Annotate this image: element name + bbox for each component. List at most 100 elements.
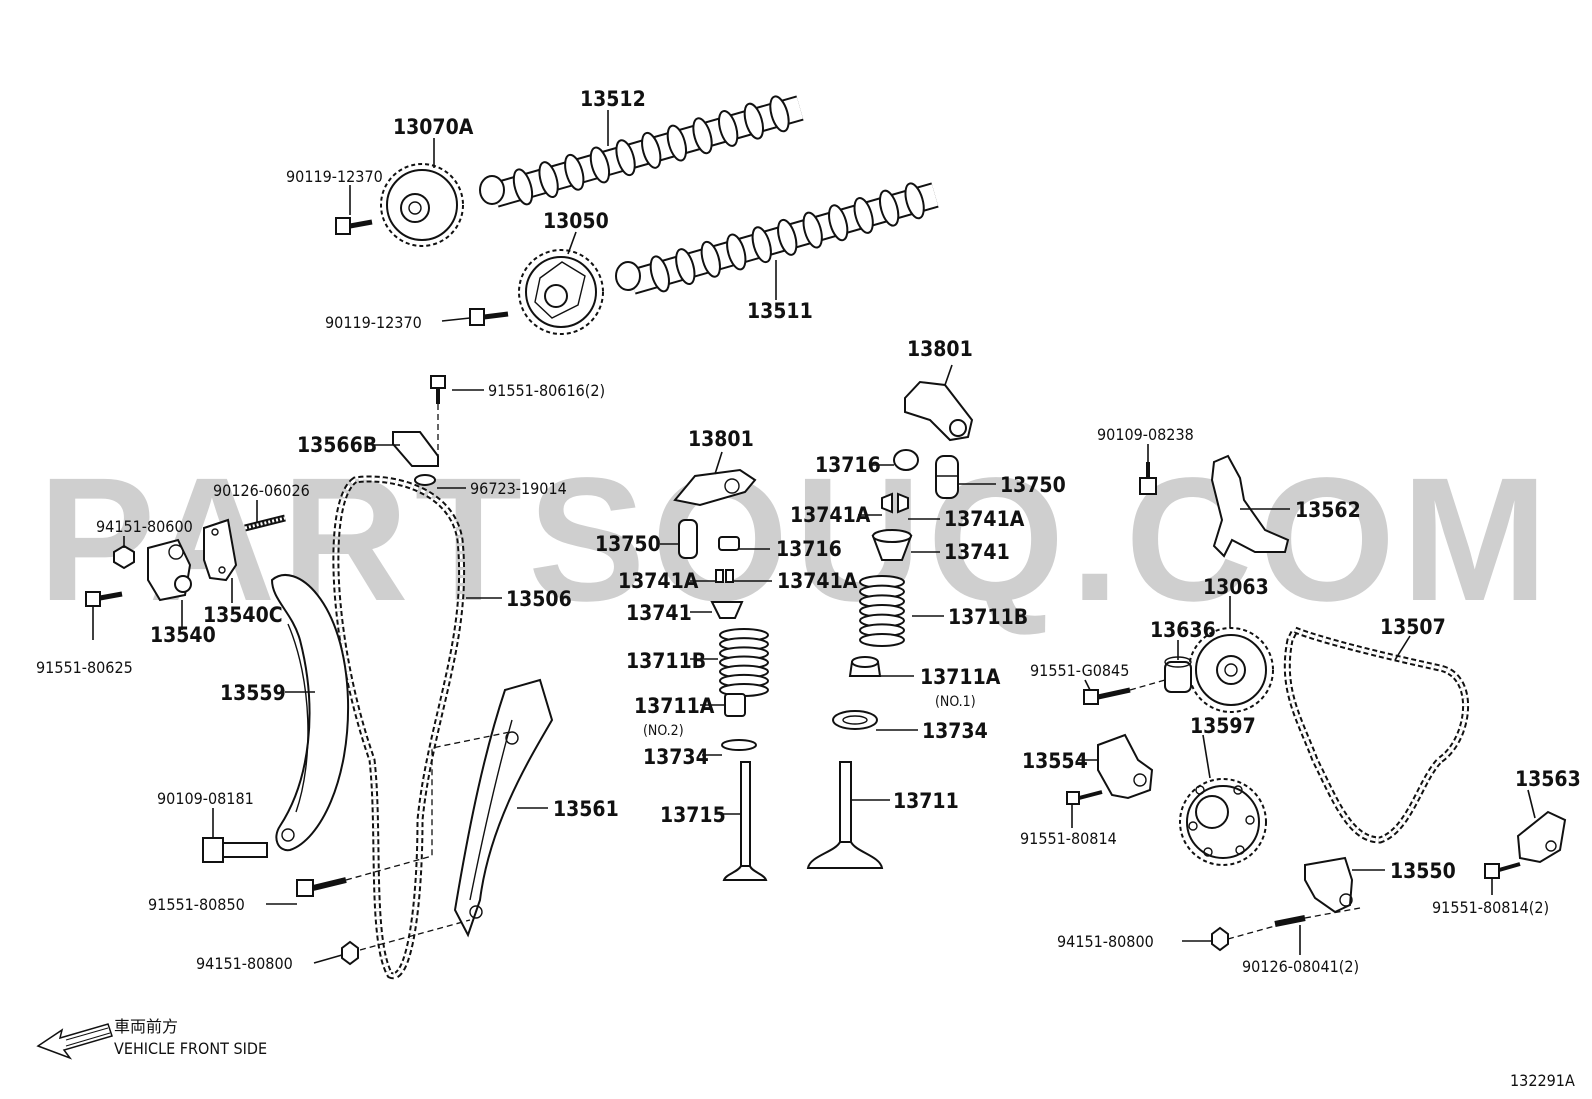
sprocket-13063[interactable] xyxy=(1188,627,1274,713)
label-13540[interactable]: 13540 xyxy=(150,623,216,647)
label-13715[interactable]: 13715 xyxy=(660,803,726,827)
bushing-13636[interactable] xyxy=(1164,656,1192,693)
bolt-91551-G0845[interactable] xyxy=(1083,679,1166,705)
label-13741A-right-a[interactable]: 13741A xyxy=(790,503,871,527)
label-91551-G0845[interactable]: 91551-G0845 xyxy=(1030,661,1129,680)
label-13561[interactable]: 13561 xyxy=(553,797,619,821)
seal-13734-left[interactable] xyxy=(721,739,757,751)
label-13563[interactable]: 13563 xyxy=(1515,767,1581,791)
camshaft-13511[interactable] xyxy=(615,181,939,295)
label-90126-08041[interactable]: 90126-08041(2) xyxy=(1242,957,1359,976)
label-13063[interactable]: 13063 xyxy=(1203,575,1269,599)
label-94151-80800-right[interactable]: 94151-80800 xyxy=(1057,932,1154,951)
label-13734-right[interactable]: 13734 xyxy=(922,719,988,743)
valve-13715[interactable] xyxy=(722,761,768,881)
timing-chain-13506[interactable] xyxy=(332,475,466,980)
bolt-90119-12370-lower[interactable] xyxy=(469,308,509,326)
spring-13711B-left[interactable] xyxy=(719,628,769,697)
label-90119-12370-lower[interactable]: 90119-12370 xyxy=(325,313,422,332)
retainer-13741-right[interactable] xyxy=(871,529,913,561)
label-13716-left[interactable]: 13716 xyxy=(776,537,842,561)
label-90126-06026[interactable]: 90126-06026 xyxy=(213,481,310,500)
timing-chain-13507[interactable] xyxy=(1283,625,1469,844)
camshaft-13512[interactable] xyxy=(479,94,804,208)
bolt-91551-80814-right[interactable] xyxy=(1484,862,1521,879)
label-13801-left[interactable]: 13801 xyxy=(688,427,754,451)
label-94151-80800-left[interactable]: 94151-80800 xyxy=(196,954,293,973)
label-13741A-right-b[interactable]: 13741A xyxy=(944,507,1025,531)
label-13741-right[interactable]: 13741 xyxy=(944,540,1010,564)
label-13711B-left[interactable]: 13711B xyxy=(626,649,706,673)
label-13554[interactable]: 13554 xyxy=(1022,749,1088,773)
label-13636[interactable]: 13636 xyxy=(1150,618,1216,642)
tensioner-arm-13554[interactable] xyxy=(1097,733,1154,800)
label-13550[interactable]: 13550 xyxy=(1390,859,1456,883)
label-13741-left[interactable]: 13741 xyxy=(626,601,692,625)
label-91551-80625[interactable]: 91551-80625 xyxy=(36,658,133,677)
label-13070A[interactable]: 13070A xyxy=(393,115,474,139)
keeper-13741A-left[interactable] xyxy=(715,569,734,583)
nut-94151-80800-right[interactable] xyxy=(1211,925,1276,952)
seal-13734-right[interactable] xyxy=(832,710,878,730)
pad-13716-right[interactable] xyxy=(893,449,919,471)
chain-tensioner-13540[interactable] xyxy=(147,538,192,602)
sprocket-13597[interactable] xyxy=(1179,778,1267,866)
label-13750-right[interactable]: 13750 xyxy=(1000,473,1066,497)
valve-13711[interactable] xyxy=(806,761,884,869)
gasket-13540C[interactable] xyxy=(203,518,238,582)
label-13562[interactable]: 13562 xyxy=(1295,498,1361,522)
spring-seat-13711A-left[interactable] xyxy=(724,693,746,717)
label-13597[interactable]: 13597 xyxy=(1190,714,1256,738)
label-13512[interactable]: 13512 xyxy=(580,87,646,111)
label-90109-08181[interactable]: 90109-08181 xyxy=(157,789,254,808)
label-13716-right[interactable]: 13716 xyxy=(815,453,881,477)
stud-90126-06026[interactable] xyxy=(244,514,286,532)
label-90119-12370-upper[interactable]: 90119-12370 xyxy=(286,167,383,186)
label-94151-80600[interactable]: 94151-80600 xyxy=(96,517,193,536)
chain-slipper-13559[interactable] xyxy=(270,574,350,852)
label-91551-80850[interactable]: 91551-80850 xyxy=(148,895,245,914)
pad-13716-left[interactable] xyxy=(718,536,740,551)
label-90109-08238[interactable]: 90109-08238 xyxy=(1097,425,1194,444)
label-13741A-left-a[interactable]: 13741A xyxy=(618,569,699,593)
lash-adjuster-13750-left[interactable] xyxy=(678,519,698,559)
spring-13711B-right[interactable] xyxy=(859,575,905,647)
chain-guide-13562[interactable] xyxy=(1210,454,1290,558)
label-13711A-left[interactable]: 13711A xyxy=(634,694,715,718)
spring-seat-13711A-right[interactable] xyxy=(848,656,882,677)
label-13734-left[interactable]: 13734 xyxy=(643,745,709,769)
chain-guide-13566B[interactable] xyxy=(392,431,439,467)
retainer-13741-left[interactable] xyxy=(710,601,744,619)
label-13507[interactable]: 13507 xyxy=(1380,615,1446,639)
label-13506[interactable]: 13506 xyxy=(506,587,572,611)
label-13711A-right[interactable]: 13711A xyxy=(920,665,1001,689)
label-13711B-right[interactable]: 13711B xyxy=(948,605,1028,629)
cam-sprocket-13050[interactable] xyxy=(518,249,604,335)
nut-94151-80800-left[interactable] xyxy=(341,919,471,966)
label-13801-right[interactable]: 13801 xyxy=(907,337,973,361)
label-91551-80814-right[interactable]: 91551-80814(2) xyxy=(1432,898,1549,917)
chain-guide-13561[interactable] xyxy=(453,678,554,938)
lash-adjuster-13750-right[interactable] xyxy=(935,455,959,499)
stud-90126-08041[interactable] xyxy=(1274,907,1361,927)
label-13559[interactable]: 13559 xyxy=(220,681,286,705)
bolt-90119-12370-upper[interactable] xyxy=(335,217,373,235)
bolt-91551-80625[interactable] xyxy=(85,591,123,640)
label-13540C[interactable]: 13540C xyxy=(203,603,283,627)
label-91551-80814-left[interactable]: 91551-80814 xyxy=(1020,829,1117,848)
cam-sprocket-13070A[interactable] xyxy=(380,163,464,247)
bolt-91551-80814-left[interactable] xyxy=(1066,790,1103,805)
o-ring-96723-19014[interactable] xyxy=(414,474,436,486)
rocker-arm-13801-left[interactable] xyxy=(673,468,757,507)
bolt-90109-08181[interactable] xyxy=(202,837,268,863)
tensioner-13550[interactable] xyxy=(1304,856,1354,914)
label-13711[interactable]: 13711 xyxy=(893,789,959,813)
label-13750-left[interactable]: 13750 xyxy=(595,532,661,556)
bolt-91551-80616[interactable] xyxy=(430,375,446,455)
label-91551-80616[interactable]: 91551-80616(2) xyxy=(488,381,605,400)
label-13050[interactable]: 13050 xyxy=(543,209,609,233)
label-13566B[interactable]: 13566B xyxy=(297,433,377,457)
bolt-91551-80850[interactable] xyxy=(296,731,511,897)
rocker-arm-13801-right[interactable] xyxy=(904,380,974,442)
keeper-13741A-right[interactable] xyxy=(881,492,909,514)
